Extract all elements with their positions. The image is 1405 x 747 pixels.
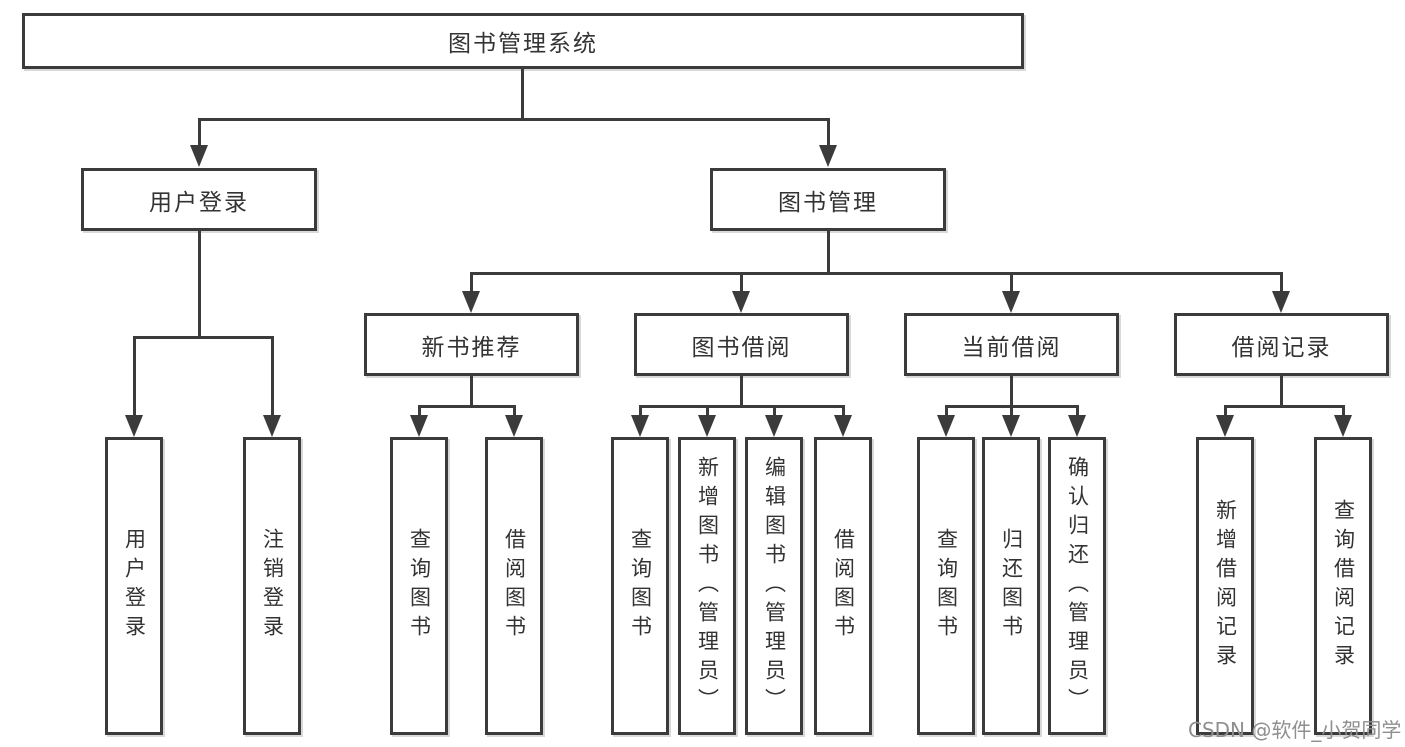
- node-current-return-books-label: 归还图书: [999, 528, 1024, 644]
- node-root: 图书管理系统: [22, 13, 1024, 69]
- connector-group4-branch: [1224, 405, 1345, 408]
- connector-drop-group: [1280, 272, 1283, 292]
- node-borrow-edit-books-admin: 编辑图书（管理员）: [745, 437, 803, 735]
- connector-level3-branch: [470, 272, 1282, 275]
- node-borrow-add-books-admin-label: 新增图书（管理员）: [695, 455, 720, 717]
- connector-drop-user-login: [198, 118, 201, 146]
- arrowhead-down: [698, 415, 716, 437]
- connector-drop-leaf: [945, 405, 948, 416]
- connector-drop-leaf: [1076, 405, 1079, 416]
- node-records-query-record-label: 查询借阅记录: [1331, 499, 1356, 673]
- connector-login-branch: [133, 336, 274, 339]
- arrowhead-down: [1002, 415, 1020, 437]
- arrowhead-down: [263, 415, 281, 437]
- node-user-login: 用户登录: [81, 168, 317, 231]
- node-current-query-books-label: 查询图书: [934, 528, 959, 644]
- node-borrow-borrow-books-label: 借阅图书: [831, 528, 856, 644]
- arrowhead-down: [631, 415, 649, 437]
- arrowhead-down: [1068, 415, 1086, 437]
- connector-drop-leaf: [418, 405, 421, 416]
- connector-drop-leaf: [271, 336, 274, 415]
- node-records-add-record-label: 新增借阅记录: [1213, 499, 1238, 673]
- connector-group3-stem: [1010, 376, 1013, 405]
- connector-drop-leaf: [1224, 405, 1227, 416]
- node-login-user-login: 用户登录: [105, 437, 163, 735]
- node-user-login-label: 用户登录: [149, 189, 249, 216]
- connector-login-stem: [198, 231, 201, 336]
- node-login-user-login-label: 用户登录: [122, 528, 147, 644]
- node-root-label: 图书管理系统: [448, 31, 598, 57]
- node-borrowing-records-label: 借阅记录: [1231, 334, 1332, 361]
- connector-drop-leaf: [773, 405, 776, 416]
- node-borrow-query-books-label: 查询图书: [628, 528, 653, 644]
- connector-drop-book-management: [827, 118, 830, 146]
- node-borrow-edit-books-admin-label: 编辑图书（管理员）: [762, 455, 787, 717]
- connector-drop-group: [1010, 272, 1013, 292]
- arrowhead-down: [732, 291, 750, 313]
- node-records-add-record: 新增借阅记录: [1196, 437, 1254, 735]
- node-current-borrowing: 当前借阅: [904, 313, 1119, 376]
- node-current-query-books: 查询图书: [917, 437, 975, 735]
- connector-drop-leaf: [842, 405, 845, 416]
- watermark: CSDN @软件_小贺同学: [1188, 718, 1402, 742]
- connector-group1-branch: [418, 405, 516, 408]
- node-rec-borrow-books: 借阅图书: [485, 437, 543, 735]
- arrowhead-down: [1002, 291, 1020, 313]
- node-current-confirm-return-admin: 确认归还（管理员）: [1048, 437, 1106, 735]
- node-borrow-query-books: 查询图书: [611, 437, 669, 735]
- arrowhead-down: [1272, 291, 1290, 313]
- arrowhead-down: [190, 145, 208, 167]
- arrowhead-down: [765, 415, 783, 437]
- arrowhead-down: [1216, 415, 1234, 437]
- node-borrow-borrow-books: 借阅图书: [814, 437, 872, 735]
- connector-mgmt-stem: [827, 231, 830, 272]
- connector-drop-leaf: [133, 336, 136, 415]
- node-book-borrowing: 图书借阅: [634, 313, 849, 376]
- connector-drop-group: [740, 272, 743, 292]
- arrowhead-down: [1334, 415, 1352, 437]
- arrowhead-down: [125, 415, 143, 437]
- node-records-query-record: 查询借阅记录: [1314, 437, 1372, 735]
- node-borrow-add-books-admin: 新增图书（管理员）: [678, 437, 736, 735]
- node-rec-query-books-label: 查询图书: [407, 528, 432, 644]
- node-current-borrowing-label: 当前借阅: [961, 334, 1062, 361]
- connector-drop-leaf: [706, 405, 709, 416]
- connector-root-trunk: [521, 69, 524, 118]
- connector-level2-branch: [198, 118, 830, 121]
- node-login-logout-label: 注销登录: [260, 528, 285, 644]
- connector-drop-leaf: [513, 405, 516, 416]
- node-current-confirm-return-admin-label: 确认归还（管理员）: [1065, 455, 1090, 717]
- connector-group2-branch: [639, 405, 845, 408]
- node-new-book-recommend-label: 新书推荐: [421, 334, 522, 361]
- node-current-return-books: 归还图书: [982, 437, 1040, 735]
- connector-drop-leaf: [1342, 405, 1345, 416]
- node-book-management-label: 图书管理: [778, 189, 878, 216]
- arrowhead-down: [834, 415, 852, 437]
- connector-group2-stem: [740, 376, 743, 405]
- node-rec-borrow-books-label: 借阅图书: [502, 528, 527, 644]
- arrowhead-down: [410, 415, 428, 437]
- connector-group1-stem: [470, 376, 473, 405]
- connector-group4-stem: [1280, 376, 1283, 405]
- connector-drop-leaf: [639, 405, 642, 416]
- arrowhead-down: [462, 291, 480, 313]
- node-book-borrowing-label: 图书借阅: [691, 334, 792, 361]
- node-borrowing-records: 借阅记录: [1174, 313, 1389, 376]
- arrowhead-down: [937, 415, 955, 437]
- connector-drop-leaf: [1010, 405, 1013, 416]
- arrowhead-down: [819, 145, 837, 167]
- node-rec-query-books: 查询图书: [390, 437, 448, 735]
- node-new-book-recommend: 新书推荐: [364, 313, 579, 376]
- node-book-management: 图书管理: [710, 168, 946, 231]
- node-login-logout: 注销登录: [243, 437, 301, 735]
- arrowhead-down: [505, 415, 523, 437]
- connector-drop-group: [470, 272, 473, 292]
